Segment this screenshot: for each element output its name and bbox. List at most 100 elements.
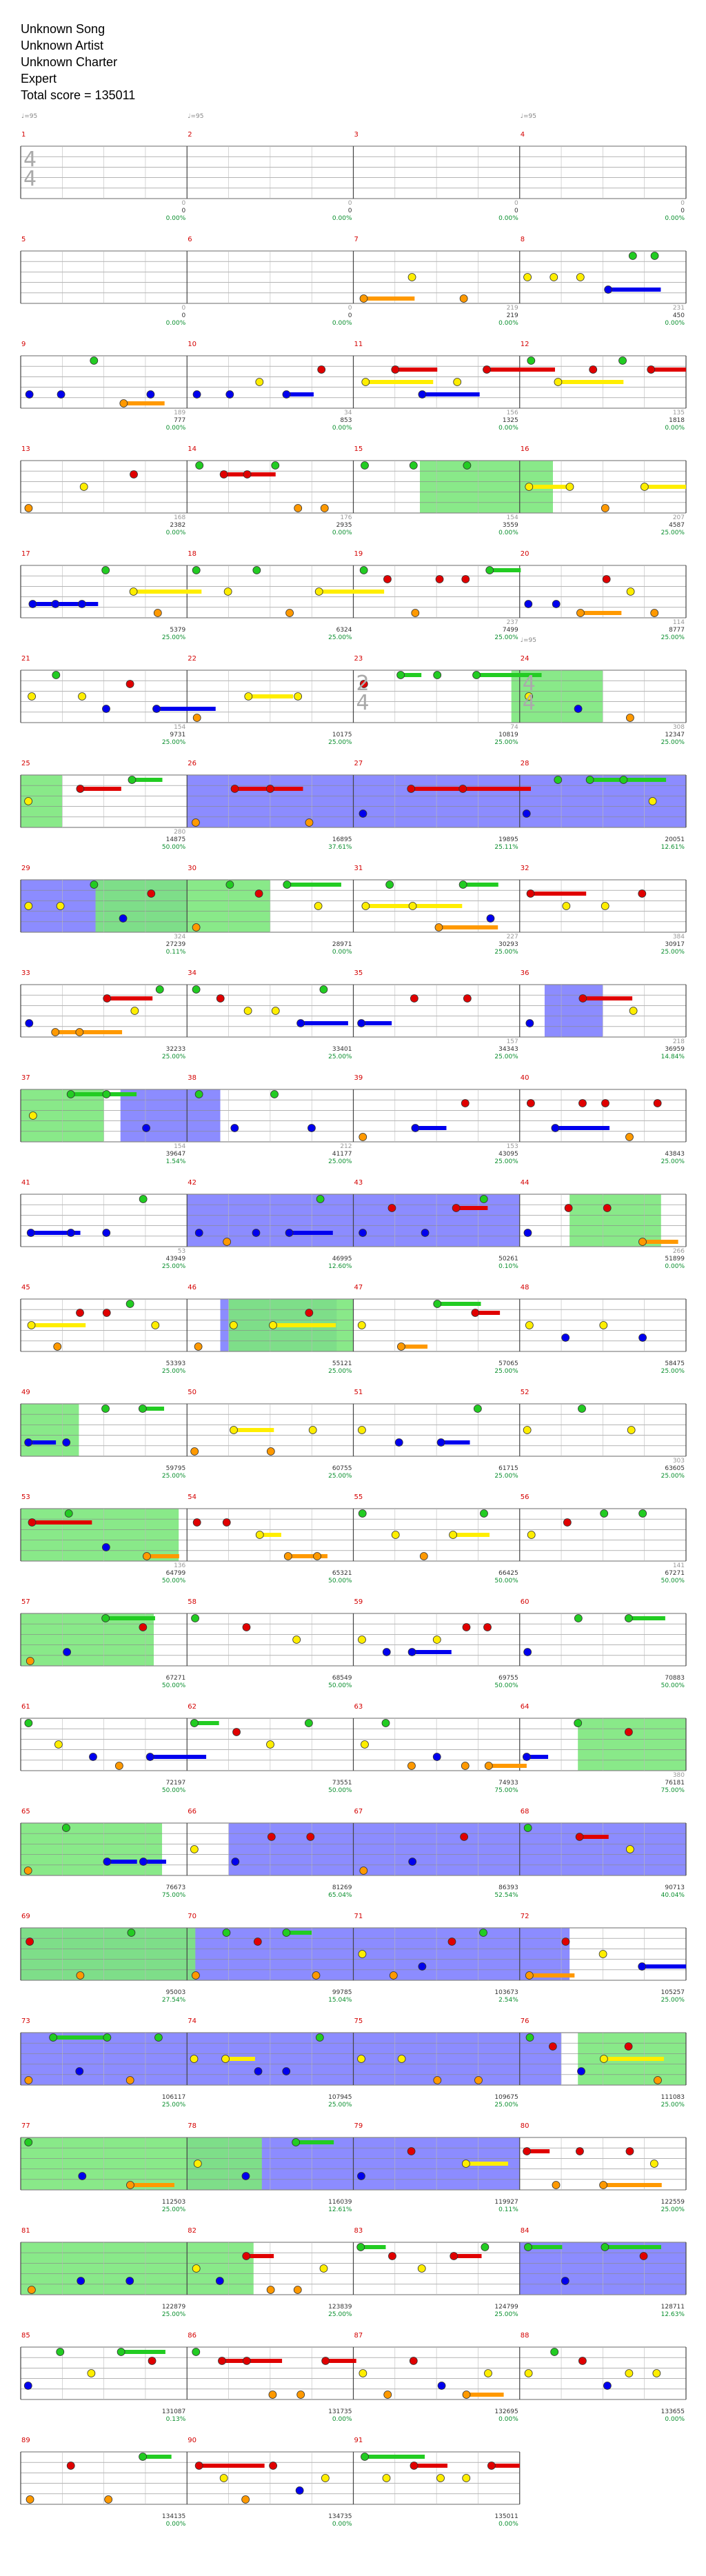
staff-graphic <box>20 2137 687 2191</box>
sustain-tail <box>580 611 622 615</box>
note-gem <box>316 1195 325 1203</box>
note-gem <box>225 881 234 889</box>
measure-number: 52 <box>520 1389 530 1396</box>
note-gem <box>151 1321 160 1329</box>
measure-sp-percent: 37.61% <box>328 844 352 851</box>
measure-total-score: 122559 <box>660 2199 685 2206</box>
measure-total-score: 132695 <box>494 2408 518 2415</box>
note-gem <box>52 671 61 679</box>
note-gem <box>481 2243 490 2251</box>
note-gem <box>252 566 261 574</box>
note-gem <box>625 2147 634 2155</box>
note-gem <box>461 1099 470 1107</box>
sustain-tail <box>143 1860 166 1864</box>
note-gem <box>407 1762 416 1770</box>
measure-number: 46 <box>188 1284 196 1291</box>
sustain-tail <box>465 2162 508 2166</box>
measure-number: 32 <box>520 865 530 872</box>
measure-sp-percent: 50.00% <box>161 1682 186 1689</box>
measure-number: 36 <box>520 969 530 977</box>
measure-total-score: 50261 <box>498 1256 518 1262</box>
note-gem <box>242 1623 251 1631</box>
note-gem <box>78 692 86 701</box>
note-gem <box>524 600 533 608</box>
note-gem <box>421 1229 430 1237</box>
sustain-tail <box>146 1554 179 1558</box>
tempo-mark: ♩=95 <box>21 113 38 120</box>
measure-sp-score: 324 <box>174 934 186 940</box>
note-gem <box>409 2357 418 2365</box>
note-gem <box>618 356 627 365</box>
note-gem <box>359 809 367 818</box>
measure-number: 54 <box>188 1493 196 1501</box>
note-gem <box>293 2286 302 2294</box>
note-gem <box>449 1531 457 1539</box>
measure-sp-percent: 25.00% <box>660 739 685 746</box>
measure-sp-score: 189 <box>174 410 186 416</box>
note-gem <box>125 1300 134 1308</box>
staff-graphic <box>20 1508 687 1562</box>
note-gem <box>638 1962 647 1971</box>
sustain-tail <box>526 1755 549 1759</box>
note-gem <box>625 714 634 722</box>
measure-number: 79 <box>354 2122 363 2130</box>
measure-sp-percent: 40.04% <box>660 1892 685 1899</box>
measure-total-score: 53393 <box>165 1360 186 1367</box>
note-gem <box>192 2264 201 2273</box>
note-gem <box>119 399 128 407</box>
measure-sp-percent: 0.00% <box>498 2416 518 2423</box>
measure-sp-score: 53 <box>177 1248 186 1255</box>
measure-sp-percent: 50.00% <box>328 1578 352 1584</box>
measure-number: 8 <box>520 236 525 243</box>
note-gem <box>649 2160 658 2168</box>
measure-number: 72 <box>520 1913 530 1920</box>
note-gem <box>90 881 99 889</box>
measure-sp-percent: 12.63% <box>660 2311 685 2318</box>
note-gem <box>472 671 481 679</box>
note-gem <box>130 470 138 479</box>
measure-number: 75 <box>354 2017 363 2025</box>
measure-total-score: 64799 <box>165 1570 186 1577</box>
sustain-tail <box>150 1755 207 1759</box>
measure-total-score: 27239 <box>165 941 186 948</box>
sustain-tail <box>466 2393 504 2397</box>
measure-total-score: 65321 <box>332 1570 352 1577</box>
measure-sp-percent: 0.00% <box>665 1263 685 1270</box>
sustain-tail <box>199 2464 265 2468</box>
measure-total-score: 8777 <box>669 627 685 634</box>
note-gem <box>473 1405 482 1413</box>
measure-sp-percent: 50.00% <box>161 844 186 851</box>
star-power-phrase <box>21 1613 154 1666</box>
note-gem <box>319 985 328 994</box>
measure-total-score: 74933 <box>498 1780 518 1787</box>
note-gem <box>435 575 444 583</box>
measure-sp-percent: 0.00% <box>165 530 186 536</box>
sustain-tail <box>555 1126 610 1130</box>
note-gem <box>382 2474 391 2482</box>
note-gem <box>463 994 472 1003</box>
note-gem <box>619 776 628 784</box>
measure-total-score: 119927 <box>494 2199 518 2206</box>
note-gem <box>624 2042 633 2051</box>
measure-sp-score: 237 <box>506 619 518 626</box>
measure-number: 61 <box>21 1703 30 1711</box>
note-gem <box>271 1007 280 1015</box>
note-gem <box>253 1938 262 1946</box>
sustain-tail <box>579 1835 609 1839</box>
note-gem <box>66 1229 75 1237</box>
measure-sp-percent: 0.11% <box>498 2206 518 2213</box>
measure-sp-score: 0 <box>514 200 518 207</box>
note-gem <box>523 1229 532 1237</box>
note-gem <box>255 378 264 386</box>
note-gem <box>356 2243 365 2251</box>
star-power-phrase <box>21 1928 196 1980</box>
staff-graphic <box>20 2032 687 2086</box>
measure-total-score: 134735 <box>328 2513 352 2520</box>
measure-total-score: 0 <box>181 312 186 319</box>
note-gem <box>125 2277 134 2285</box>
note-gem <box>138 1405 147 1413</box>
measure-total-score: 134135 <box>161 2513 186 2520</box>
